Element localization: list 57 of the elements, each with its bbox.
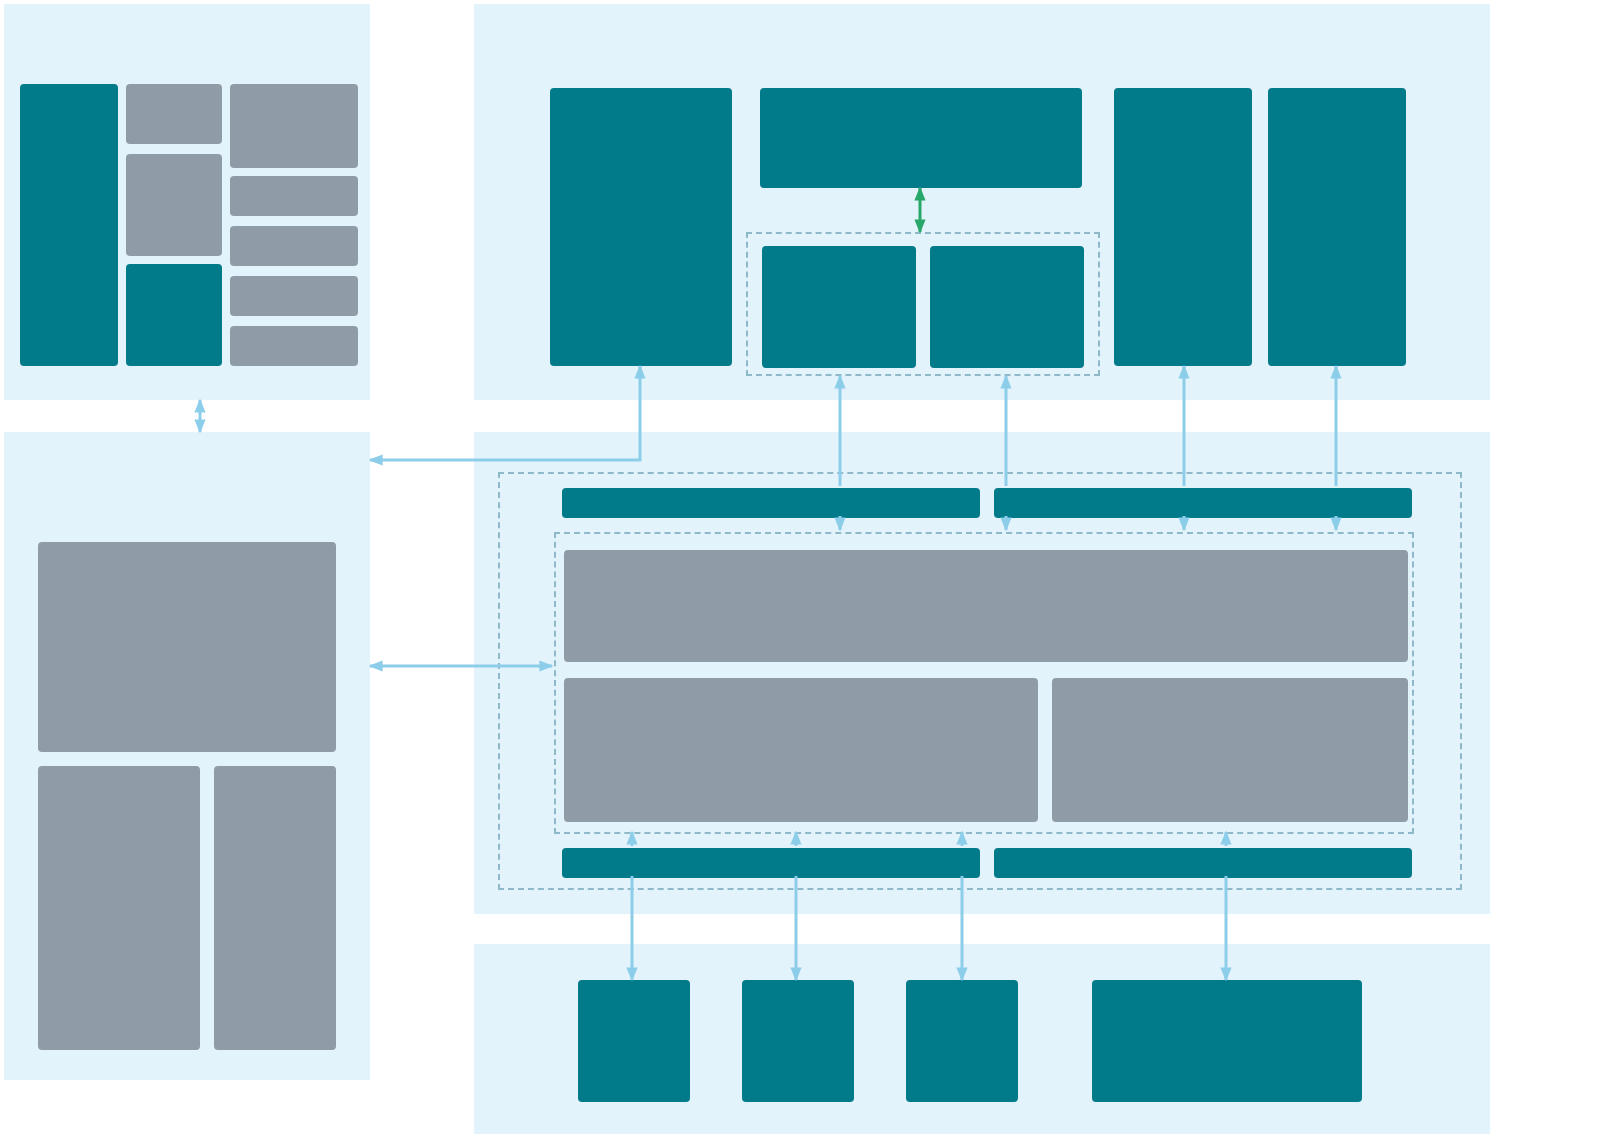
dashed-group-frame [746,232,1100,376]
block [742,980,854,1102]
block [564,678,1038,822]
arrow [1330,516,1342,532]
arrow [956,876,968,982]
block [578,980,690,1102]
arrow [1000,374,1012,486]
block [1268,88,1406,366]
block [38,766,200,1050]
arrow [834,374,846,486]
block [550,88,732,366]
panel-background [4,432,370,1080]
dashed-group-frame [498,472,1462,890]
panel-background [4,4,370,400]
arrow [914,186,926,234]
panel-background [474,432,1490,914]
block [762,246,916,368]
block [126,154,222,256]
block [230,276,358,316]
arrow [194,398,206,434]
block [994,488,1412,518]
arrow [626,876,638,982]
arrow [1000,516,1012,532]
arrow [1178,516,1190,532]
block [564,550,1408,662]
block [1092,980,1362,1102]
block [930,246,1084,368]
block [906,980,1018,1102]
block [230,176,358,216]
panel-background [474,4,1490,400]
arrow [1330,364,1342,486]
arrow [1178,364,1190,486]
arrow [790,830,802,846]
block [230,226,358,266]
arrow [368,364,646,466]
block [126,84,222,144]
block [38,542,336,752]
arrow [834,516,846,532]
block [1114,88,1252,366]
block [760,88,1082,188]
arrow [956,830,968,846]
block [994,848,1412,878]
arrow [790,876,802,982]
arrow [1220,876,1232,982]
block [126,264,222,366]
panel-background [474,944,1490,1134]
block [230,326,358,366]
block [20,84,118,366]
block [230,84,358,168]
block [562,488,980,518]
dashed-group-frame [554,532,1414,834]
arrow [368,660,554,672]
arrow [1220,830,1232,846]
block [214,766,336,1050]
block [562,848,980,878]
arrow [626,830,638,846]
block [1052,678,1408,822]
